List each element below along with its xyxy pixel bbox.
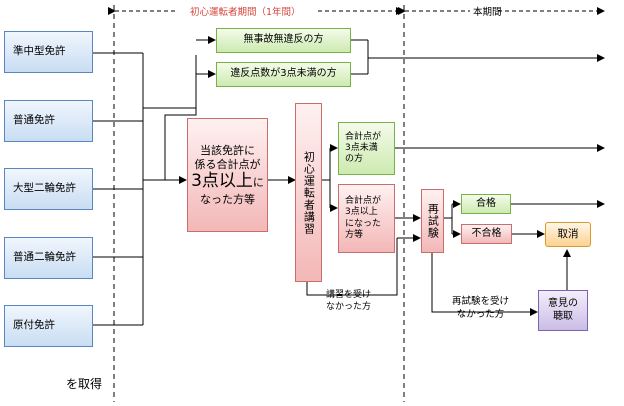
no-violation-box: 無事故無違反の方 (216, 28, 351, 53)
score-under3-line3: の方 (345, 154, 364, 165)
score-under-3-box: 合計点が 3点未満 の方 (338, 122, 395, 175)
not-attended-label: 講習を受け なかった方 (326, 289, 371, 313)
score-under3-line1: 合計点が (345, 131, 382, 142)
score-over3-line2: 3点以上 (345, 207, 378, 218)
beginner-course-box: 初心運転者講習 (295, 103, 322, 282)
license-ordinary: 普通免許 (4, 100, 93, 142)
trigger-line4: なった方等 (200, 192, 255, 206)
retest-not-taken-line2: なかった方 (456, 308, 505, 320)
score-over3-line1: 合計点が (345, 196, 382, 206)
license-ordinary-motorcycle: 普通二輪免許 (4, 237, 93, 279)
under-3-points-box: 違反点数が3点未満の方 (216, 62, 351, 87)
score-under3-line2: 3点未満 (345, 142, 378, 153)
trigger-big: 3点以上 (191, 171, 253, 192)
trigger-tail: に (252, 176, 264, 190)
score-over-3-box: 合計点が 3点以上 になった 方等 (338, 184, 395, 253)
pass-box: 合格 (461, 194, 511, 214)
license-large-motorcycle: 大型二輪免許 (4, 168, 93, 210)
three-points-trigger-box: 当該免許に 係る合計点が 3点以上に なった方等 (187, 118, 268, 232)
initial-period-header: 初心運転者期間（1年間） (190, 7, 301, 18)
retest-box: 再試験 (421, 189, 444, 253)
revoke-box: 取消 (545, 222, 591, 247)
fail-box: 不合格 (461, 224, 512, 244)
hearing-line2: 聴取 (553, 310, 573, 322)
main-period-header: 本期間 (473, 7, 502, 18)
score-over3-line3: になった (345, 218, 382, 229)
not-attended-line1: 講習を受け (326, 290, 372, 300)
acquire-label: を取得 (66, 377, 103, 391)
retest-label: 再試験 (426, 203, 440, 239)
retest-not-taken-line1: 再試験を受け (452, 296, 510, 307)
hearing-box: 意見の 聴取 (538, 290, 588, 331)
not-attended-line2: なかった方 (326, 302, 372, 313)
retest-not-taken-label: 再試験を受け なかった方 (452, 296, 509, 322)
score-over3-line4: 方等 (345, 229, 364, 240)
beginner-course-label: 初心運転者講習 (302, 150, 316, 235)
license-moped: 原付免許 (4, 305, 93, 347)
trigger-line2: 係る合計点が (194, 157, 261, 171)
hearing-line1: 意見の (548, 298, 578, 309)
trigger-line1: 当該免許に (200, 143, 255, 157)
license-semi-medium: 準中型免許 (4, 31, 93, 73)
